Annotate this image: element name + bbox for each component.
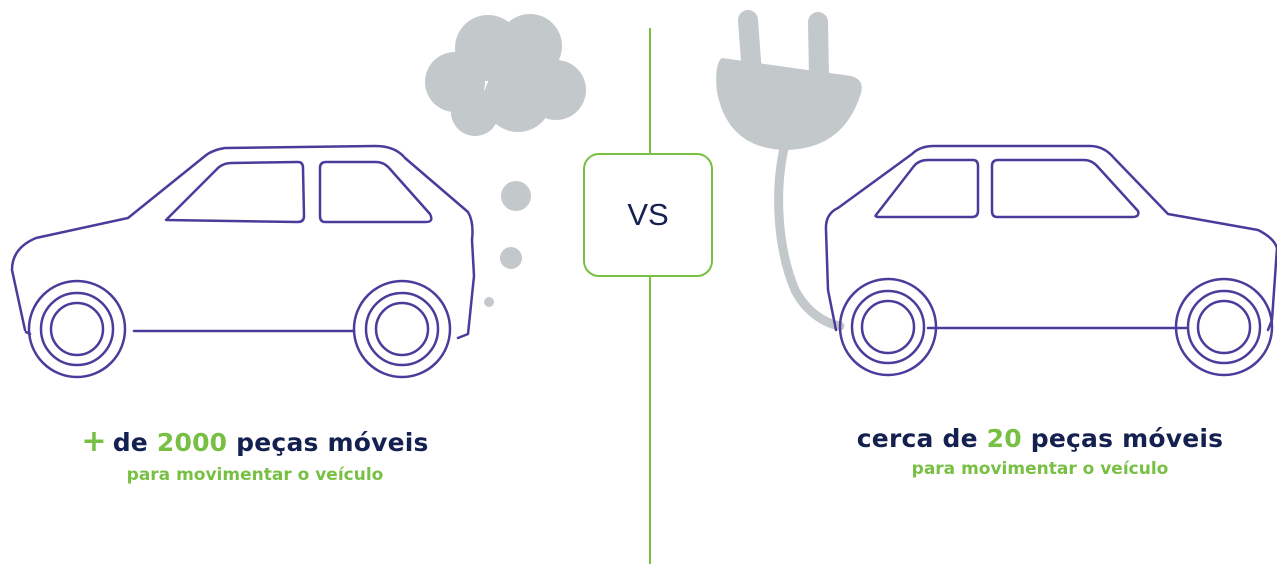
right-suffix: peças móveis: [1030, 424, 1224, 453]
right-headline: cerca de 20 peças móveis: [790, 424, 1277, 453]
left-prefix: de: [112, 428, 148, 457]
left-count: 2000: [156, 428, 228, 457]
right-caption: cerca de 20 peças móveis para movimentar…: [790, 424, 1277, 479]
right-prefix: cerca de: [856, 424, 978, 453]
left-subtitle: para movimentar o veículo: [126, 465, 384, 485]
smoke-cloud-icon: [425, 14, 586, 307]
left-suffix: peças móveis: [236, 428, 429, 457]
right-subtitle: para movimentar o veículo: [911, 459, 1169, 479]
vs-badge: VS: [583, 153, 713, 277]
right-count: 20: [986, 424, 1022, 453]
combustion-car-icon: [10, 144, 476, 379]
electric-car-icon: [824, 144, 1277, 377]
left-headline: +de 2000 peças móveis: [20, 424, 490, 459]
power-plug-icon: [716, 10, 862, 331]
vs-label: VS: [627, 197, 669, 232]
left-caption: +de 2000 peças móveis para movimentar o …: [20, 424, 490, 485]
plus-sign: +: [81, 424, 107, 459]
